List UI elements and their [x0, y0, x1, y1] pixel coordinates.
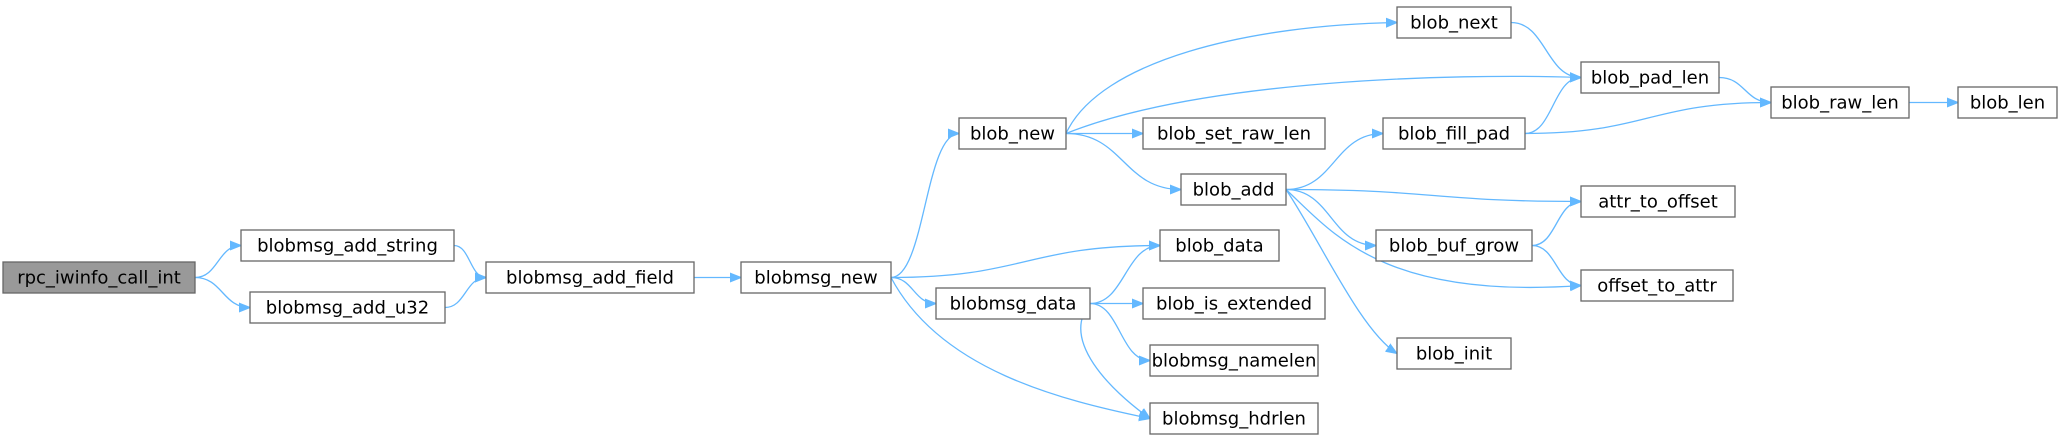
node-box — [249, 291, 446, 324]
node-blobmsg_add_u32[interactable]: blobmsg_add_u32 — [249, 291, 446, 324]
edge-blobmsg_new-to-blob_data — [890, 246, 1160, 279]
node-label: blob_add — [1193, 180, 1275, 201]
node-box — [1149, 344, 1319, 377]
edge-blob_buf_grow-to-offset_to_attr — [1531, 244, 1582, 286]
edge-blob_add-to-blob_fill_pad — [1285, 134, 1383, 191]
node-box — [2, 261, 196, 294]
node-box — [240, 229, 455, 262]
node-label: blobmsg_add_string — [257, 236, 438, 257]
node-blob_init[interactable]: blob_init — [1396, 337, 1512, 370]
edge-blob_add-to-blob_buf_grow — [1285, 188, 1376, 246]
edge-blob_fill_pad-to-blob_raw_len — [1524, 103, 1771, 135]
node-label: offset_to_attr — [1597, 276, 1717, 297]
edge-blob_new-to-blob_pad_len — [1065, 76, 1581, 135]
node-label: blob_len — [1970, 93, 2045, 114]
node-box — [1580, 185, 1736, 218]
edge-blobmsg_data-to-blobmsg_namelen — [1089, 302, 1151, 361]
edge-blob_buf_grow-to-attr_to_offset — [1531, 202, 1582, 247]
node-box — [1580, 269, 1734, 302]
node-label: blob_new — [970, 124, 1055, 145]
node-box — [1149, 402, 1319, 435]
edge-blobmsg_data-to-blobmsg_hdrlen — [1080, 303, 1150, 419]
node-box — [1770, 86, 1910, 119]
node-blobmsg_namelen[interactable]: blobmsg_namelen — [1149, 344, 1319, 377]
node-blob_data[interactable]: blob_data — [1159, 229, 1280, 262]
node-blob_next[interactable]: blob_next — [1396, 6, 1512, 39]
node-blob_new[interactable]: blob_new — [958, 117, 1067, 150]
nodes-layer: rpc_iwinfo_call_intblobmsg_add_stringblo… — [2, 6, 2058, 435]
node-label: blob_next — [1410, 13, 1498, 34]
node-label: blob_fill_pad — [1398, 124, 1510, 145]
edge-blob_add-to-attr_to_offset — [1285, 188, 1581, 202]
node-label: blobmsg_add_field — [506, 268, 674, 289]
node-blob_len[interactable]: blob_len — [1957, 86, 2058, 119]
edge-rpc_iwinfo_call_int-to-blobmsg_add_string — [194, 246, 242, 279]
node-label: rpc_iwinfo_call_int — [17, 268, 181, 289]
node-blobmsg_new[interactable]: blobmsg_new — [740, 261, 892, 294]
node-label: blobmsg_hdrlen — [1162, 409, 1306, 430]
node-label: blob_set_raw_len — [1157, 124, 1311, 145]
node-label: blobmsg_data — [950, 294, 1077, 315]
node-box — [1396, 337, 1512, 370]
node-label: blob_pad_len — [1591, 68, 1709, 89]
edge-blobmsg_new-to-blob_new — [890, 134, 960, 279]
edge-blob_new-to-blob_add — [1065, 132, 1181, 190]
node-attr_to_offset[interactable]: attr_to_offset — [1580, 185, 1736, 218]
node-box — [958, 117, 1067, 150]
node-blob_add[interactable]: blob_add — [1180, 173, 1287, 206]
node-label: attr_to_offset — [1598, 192, 1718, 213]
edge-blob_next-to-blob_pad_len — [1510, 21, 1581, 78]
edge-blobmsg_new-to-blobmsg_hdrlen — [890, 277, 1150, 419]
node-rpc_iwinfo_call_int: rpc_iwinfo_call_int — [2, 261, 196, 294]
node-blob_buf_grow[interactable]: blob_buf_grow — [1375, 229, 1533, 262]
node-box — [1180, 173, 1287, 206]
node-box — [740, 261, 892, 294]
node-label: blob_buf_grow — [1389, 236, 1519, 257]
node-box — [1159, 229, 1280, 262]
edge-blob_add-to-offset_to_attr — [1285, 189, 1581, 288]
edge-blobmsg_data-to-blob_data — [1089, 246, 1160, 305]
node-blob_set_raw_len[interactable]: blob_set_raw_len — [1142, 117, 1326, 150]
node-label: blobmsg_new — [754, 268, 877, 289]
node-box — [485, 261, 695, 294]
edge-blob_fill_pad-to-blob_pad_len — [1524, 78, 1582, 135]
node-blob_pad_len[interactable]: blob_pad_len — [1580, 61, 1720, 94]
node-blob_is_extended[interactable]: blob_is_extended — [1142, 287, 1326, 320]
node-label: blob_raw_len — [1781, 93, 1899, 114]
edge-blobmsg_add_u32-to-blobmsg_add_field — [444, 278, 487, 309]
edges-layer — [194, 21, 1958, 419]
node-blobmsg_add_field[interactable]: blobmsg_add_field — [485, 261, 695, 294]
node-blob_fill_pad[interactable]: blob_fill_pad — [1382, 117, 1526, 150]
edge-blob_add-to-blob_init — [1285, 189, 1397, 354]
node-blobmsg_data[interactable]: blobmsg_data — [935, 287, 1091, 320]
node-label: blob_init — [1416, 344, 1492, 365]
edge-blob_pad_len-to-blob_raw_len — [1718, 76, 1771, 103]
edge-rpc_iwinfo_call_int-to-blobmsg_add_u32 — [194, 276, 250, 308]
node-label: blob_is_extended — [1156, 294, 1312, 315]
node-box — [1957, 86, 2058, 119]
node-label: blobmsg_add_u32 — [266, 298, 429, 319]
node-label: blobmsg_namelen — [1152, 351, 1317, 372]
node-label: blob_data — [1175, 236, 1263, 257]
node-box — [1375, 229, 1533, 262]
node-box — [1396, 6, 1512, 39]
node-box — [1382, 117, 1526, 150]
edge-blob_new-to-blob_next — [1065, 23, 1397, 134]
node-box — [1580, 61, 1720, 94]
node-blobmsg_add_string[interactable]: blobmsg_add_string — [240, 229, 455, 262]
node-box — [1142, 287, 1326, 320]
node-blob_raw_len[interactable]: blob_raw_len — [1770, 86, 1910, 119]
node-offset_to_attr[interactable]: offset_to_attr — [1580, 269, 1734, 302]
node-blobmsg_hdrlen[interactable]: blobmsg_hdrlen — [1149, 402, 1319, 435]
edge-blobmsg_add_string-to-blobmsg_add_field — [453, 244, 487, 278]
edge-blobmsg_new-to-blobmsg_data — [890, 276, 937, 304]
node-box — [1142, 117, 1326, 150]
node-box — [935, 287, 1091, 320]
